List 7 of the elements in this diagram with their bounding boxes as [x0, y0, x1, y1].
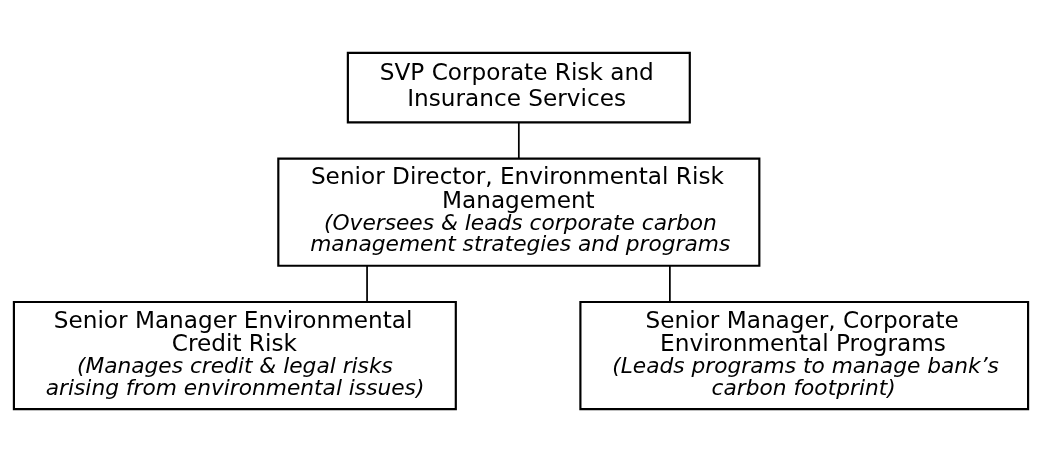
connector	[517, 121, 520, 159]
node-box: Senior Manager Environmental Credit Risk (Manages credit & legal risks arising from environmental issues)	[12, 300, 457, 410]
node-box: Senior Manager, Corporate Environmental Programs (Leads programs to manage bank’s carbon footprint)	[579, 300, 1030, 410]
connector	[669, 264, 671, 303]
connector	[366, 264, 368, 303]
node-box: Senior Director, Environmental Risk Management (Oversees & leads corporate carbon management strategies and programs	[277, 156, 761, 267]
node-box: SVP Corporate Risk and Insurance Services	[346, 51, 691, 123]
